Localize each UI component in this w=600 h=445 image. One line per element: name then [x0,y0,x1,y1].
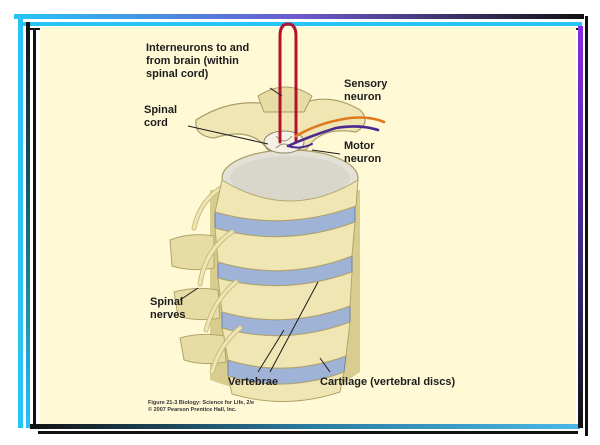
figure-caption-line-2: © 2007 Pearson Prentice Hall, Inc. [148,407,254,414]
label-interneurons: Interneurons to and from brain (within s… [146,42,249,81]
figure-caption-line-1: Figure 21-3 Biology: Science for Life, 2… [148,400,254,407]
vertebral-column [170,190,360,402]
label-cartilage: Cartilage (vertebral discs) [320,376,455,389]
label-spinal-cord: Spinal cord [144,104,177,130]
label-sensory-neuron: Sensory neuron [344,78,387,104]
label-motor-neuron: Motor neuron [344,140,381,166]
label-vertebrae: Vertebrae [228,376,278,389]
figure-caption: Figure 21-3 Biology: Science for Life, 2… [148,400,254,414]
label-spinal-nerves: Spinal nerves [150,296,185,322]
